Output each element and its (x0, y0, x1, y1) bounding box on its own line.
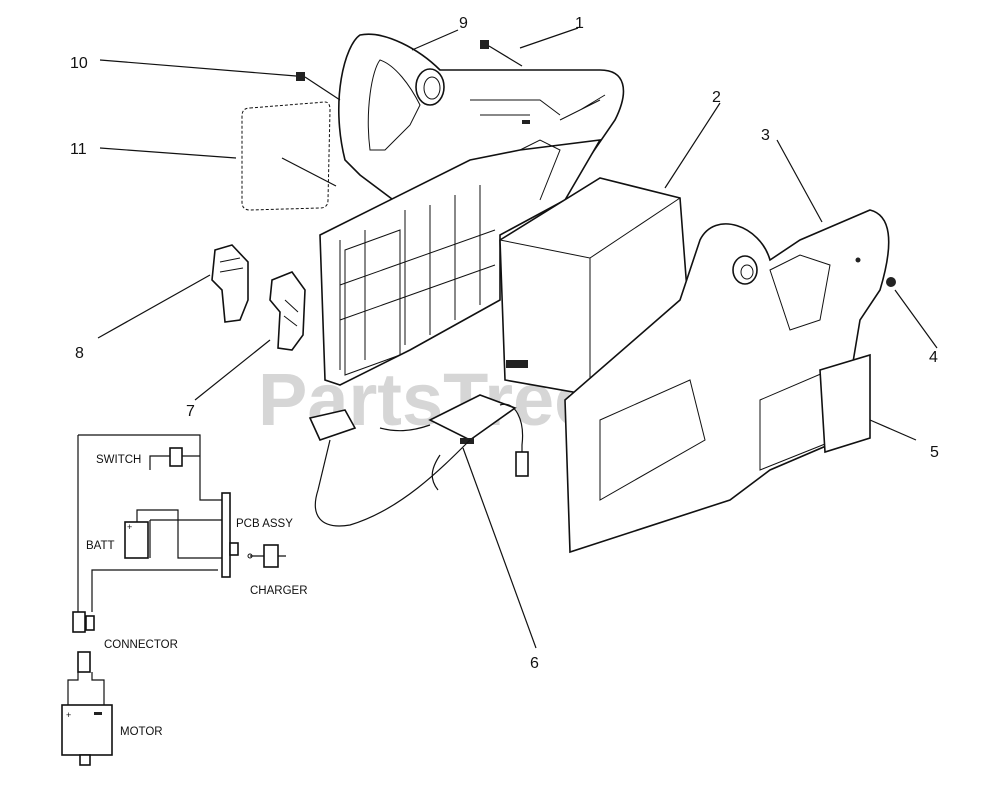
label-plate-5 (819, 353, 871, 454)
callout-8: 8 (75, 345, 84, 362)
charger-symbol (263, 544, 279, 568)
leader-lines (97, 27, 938, 649)
connector-label: CONNECTOR (104, 639, 178, 651)
callout-3: 3 (761, 127, 770, 144)
connector-top-symbol (72, 611, 86, 633)
switch-label: SWITCH (96, 454, 141, 466)
callout-2: 2 (712, 89, 721, 106)
wiring-schematic: + + SWITCH BATT PCB ASSY CHARGER CONNECT… (61, 434, 308, 766)
callout-4: 4 (929, 349, 938, 366)
connector-bottom-symbol (77, 651, 91, 673)
batt-label: BATT (86, 540, 115, 552)
callout-9: 9 (459, 15, 468, 32)
motor-label: MOTOR (120, 726, 163, 738)
pcb-assembly-6 (308, 394, 529, 527)
svg-text:+: + (66, 710, 71, 720)
trigger-part-7 (269, 271, 306, 351)
motor-symbol (61, 704, 113, 756)
nut-4 (886, 277, 896, 287)
callout-6: 6 (530, 655, 539, 672)
callout-5: 5 (930, 444, 939, 461)
screw-1 (480, 40, 523, 67)
switch-part-8 (211, 244, 249, 323)
callout-11: 11 (70, 141, 87, 158)
pcb-symbol (221, 492, 231, 578)
pcb-assy-label: PCB ASSY (236, 518, 293, 530)
callout-10: 10 (70, 55, 88, 72)
screw-10 (296, 72, 341, 101)
callout-7: 7 (186, 403, 195, 420)
switch-symbol (169, 447, 183, 467)
left-housing-half (319, 33, 625, 386)
charger-label: CHARGER (250, 585, 308, 597)
callout-1: 1 (575, 15, 584, 32)
label-plate-11 (241, 101, 331, 211)
svg-text:+: + (127, 522, 132, 532)
right-housing-half-3 (564, 209, 890, 554)
